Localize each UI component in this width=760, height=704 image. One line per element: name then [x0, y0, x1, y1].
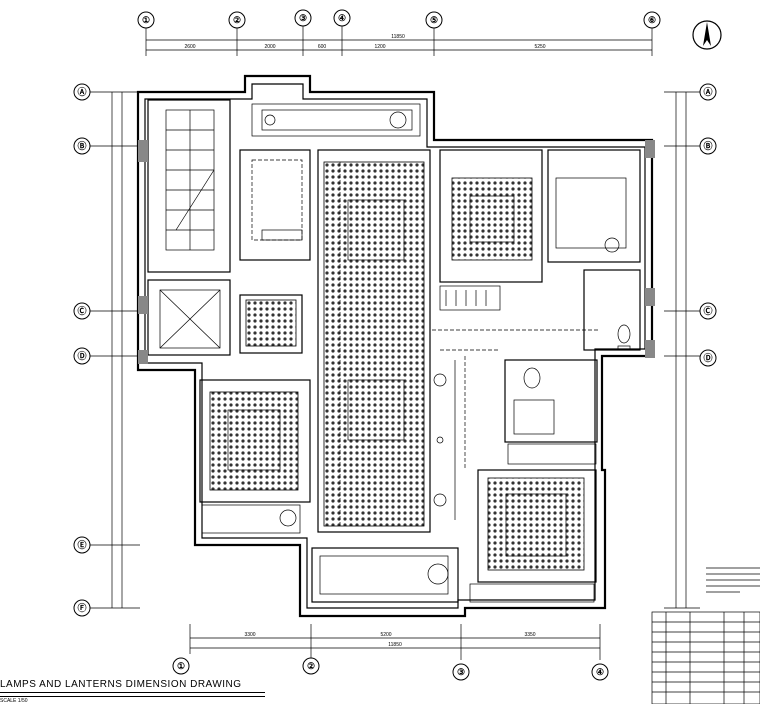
- svg-text:Ⓒ: Ⓒ: [77, 305, 86, 316]
- grid-bubble-bottom-3: ③: [452, 663, 470, 681]
- grid-bubble-left-d: Ⓓ: [73, 347, 91, 365]
- grid-bubble-top-2: ②: [228, 11, 246, 29]
- toilet-right: [583, 269, 641, 351]
- right-dimension-lines: [664, 91, 700, 609]
- svg-text:②: ②: [233, 15, 241, 25]
- svg-text:Ⓑ: Ⓑ: [77, 140, 86, 151]
- svg-text:Ⓔ: Ⓔ: [77, 539, 86, 550]
- svg-text:①: ①: [142, 15, 150, 25]
- stair-core: [147, 99, 231, 273]
- bathroom-top-right: [547, 149, 641, 263]
- svg-text:⑥: ⑥: [648, 15, 656, 25]
- drawing-title: LAMPS AND LANTERNS DIMENSION DRAWING: [0, 679, 242, 690]
- top-overall-dim: 11850: [391, 34, 405, 40]
- bottom-dim-1: 3300: [244, 632, 255, 638]
- study-room: [239, 294, 303, 354]
- grid-bubble-right-d: Ⓓ: [699, 349, 717, 367]
- title-underline-thin: [0, 696, 265, 697]
- top-dimension-lines: [145, 22, 653, 56]
- grid-bubble-bottom-4: ④: [591, 663, 609, 681]
- grid-bubble-right-c: Ⓒ: [699, 302, 717, 320]
- svg-text:Ⓓ: Ⓓ: [703, 352, 712, 363]
- grid-bubble-left-a: Ⓐ: [73, 83, 91, 101]
- corridor-lamp-lines: [432, 329, 600, 520]
- grid-bubble-top-3: ③: [294, 9, 312, 27]
- svg-text:Ⓑ: Ⓑ: [703, 140, 712, 151]
- svg-text:Ⓒ: Ⓒ: [703, 305, 712, 316]
- grid-bubble-left-f: Ⓕ: [73, 599, 91, 617]
- grid-bubble-right-b: Ⓑ: [699, 137, 717, 155]
- north-arrow-icon: [692, 20, 722, 50]
- bottom-balcony: [311, 547, 459, 603]
- svg-text:Ⓓ: Ⓓ: [77, 350, 86, 361]
- structural-columns: [138, 140, 655, 364]
- svg-text:④: ④: [596, 667, 604, 677]
- svg-text:Ⓐ: Ⓐ: [77, 86, 86, 97]
- grid-bubble-top-5: ⑤: [425, 11, 443, 29]
- top-dim-2: 2000: [264, 44, 275, 50]
- elevator-shaft: [147, 279, 231, 356]
- svg-text:Ⓕ: Ⓕ: [77, 602, 86, 613]
- kitchen: [239, 149, 311, 261]
- bottom-overall-dim: 11850: [388, 642, 402, 648]
- svg-text:①: ①: [177, 661, 185, 671]
- top-dim-1: 2600: [184, 44, 195, 50]
- grid-bubble-left-b: Ⓑ: [73, 137, 91, 155]
- bedroom-lower-right: [469, 469, 597, 603]
- living-dining-ceiling: [317, 149, 431, 533]
- bottom-dimension-lines: [189, 624, 601, 660]
- top-dim-3: 600: [318, 44, 327, 50]
- svg-text:④: ④: [338, 13, 346, 23]
- svg-text:③: ③: [457, 667, 465, 677]
- legend-table: [651, 611, 760, 704]
- svg-text:Ⓐ: Ⓐ: [703, 86, 712, 97]
- left-dimension-lines: [90, 91, 140, 609]
- bedroom-left: [199, 379, 311, 534]
- grid-bubble-top-6: ⑥: [643, 11, 661, 29]
- grid-bubble-top-4: ④: [333, 9, 351, 27]
- top-balcony: [251, 103, 421, 137]
- svg-text:③: ③: [299, 13, 307, 23]
- grid-bubble-bottom-1: ①: [172, 657, 190, 675]
- exterior-walls: [136, 74, 654, 618]
- grid-bubble-left-c: Ⓒ: [73, 302, 91, 320]
- bathroom-middle: [504, 359, 598, 465]
- svg-text:②: ②: [307, 661, 315, 671]
- top-dim-5: 5250: [534, 44, 545, 50]
- top-dim-4: 1200: [374, 44, 385, 50]
- scale-label: SCALE 1/50: [0, 698, 28, 704]
- svg-text:⑤: ⑤: [430, 15, 438, 25]
- legend-notes: [706, 567, 760, 593]
- title-underline: [0, 692, 265, 693]
- grid-bubble-right-a: Ⓐ: [699, 83, 717, 101]
- grid-bubble-top-1: ①: [137, 11, 155, 29]
- bottom-dim-3: 3350: [524, 632, 535, 638]
- bedroom-top: [439, 149, 543, 311]
- bottom-dim-2: 5200: [380, 632, 391, 638]
- grid-bubble-left-e: Ⓔ: [73, 536, 91, 554]
- grid-bubble-bottom-2: ②: [302, 657, 320, 675]
